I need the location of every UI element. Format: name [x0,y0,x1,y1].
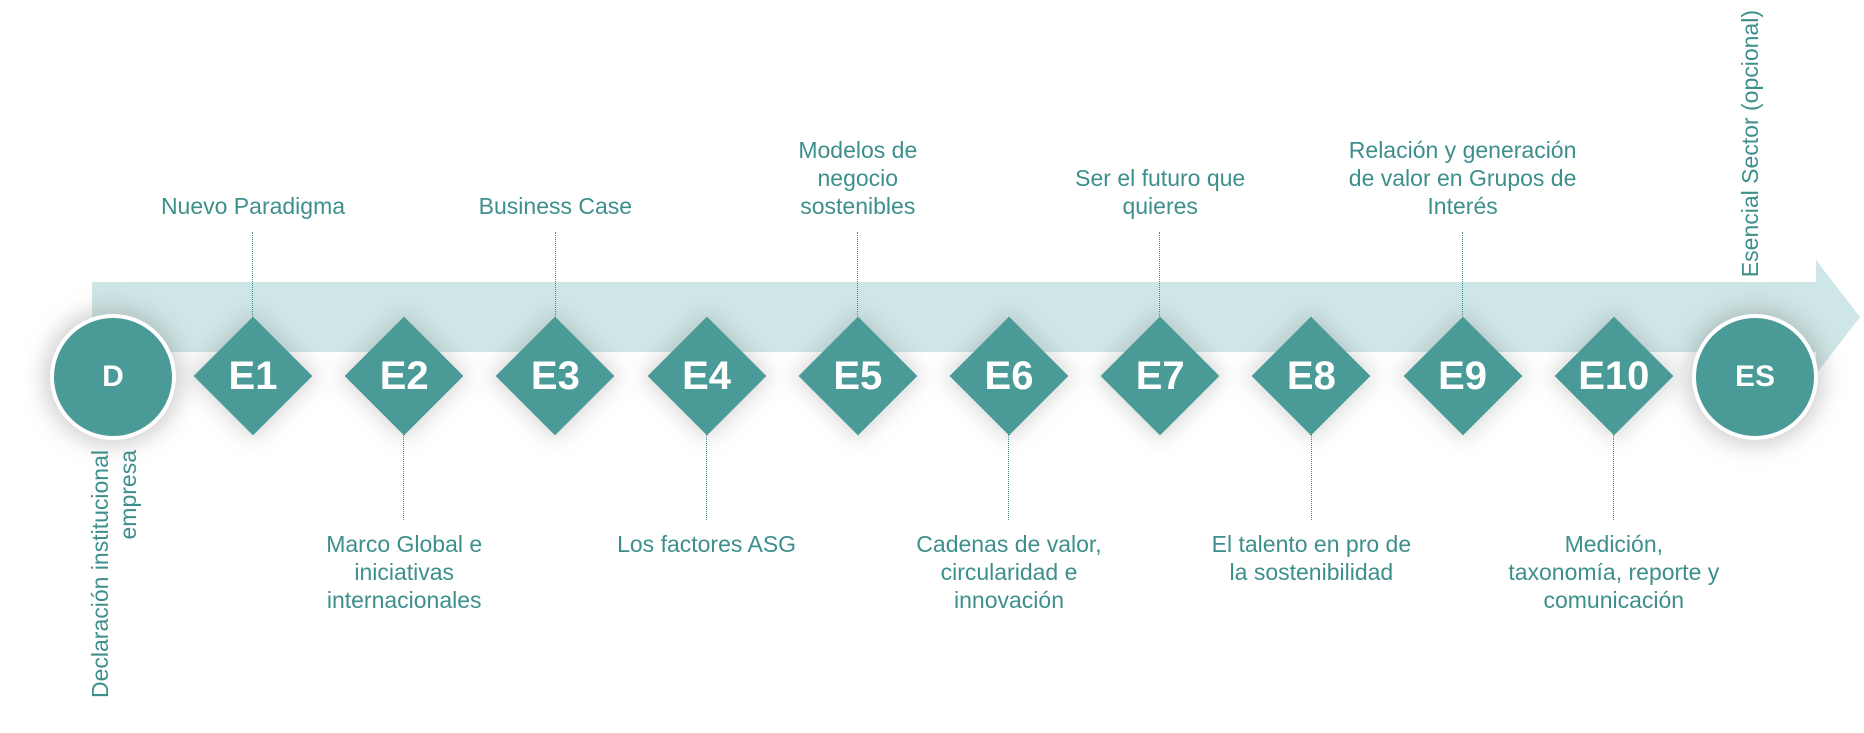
end-node-code: ES [1734,360,1776,393]
step-topic-label: Cadenas de valor, circularidad e innovac… [916,531,1102,613]
step-code: E3 [530,354,580,398]
step-code: E5 [833,354,883,398]
step-connector [1461,232,1463,318]
end-caption: Esencial Sector (opcional) [1737,10,1763,278]
timeline-arrow-band [92,282,1818,352]
step-topic-label: Los factores ASG [617,531,797,557]
step-topic-label: Marco Global e iniciativas internacional… [326,531,483,613]
step-connector [554,232,556,318]
step-code: E1 [228,354,278,398]
start-node-code: D [102,360,124,393]
step-topic-label: Modelos de negocio sostenibles [798,137,918,219]
step-topic-label: Business Case [478,193,633,219]
step-connector [1310,434,1312,520]
end-node: ES [1692,314,1818,440]
step-code: E6 [984,354,1034,398]
timeline-arrow-head [1816,260,1860,374]
step-connector [252,232,254,318]
start-node: D [50,314,176,440]
step-code: E2 [379,354,429,398]
step-topic-label: Medición, taxonomía, reporte y comunicac… [1508,531,1720,613]
step-code: E4 [682,354,732,398]
step-connector [705,434,707,520]
step-connector [1159,232,1161,318]
step-topic-label: El talento en pro de la sostenibilidad [1211,531,1412,585]
step-code: E9 [1438,354,1488,398]
step-connector [1008,434,1010,520]
start-caption: Declaración institucional empresa [87,450,141,699]
step-topic-label: Ser el futuro que quieres [1075,165,1246,219]
step-connector [403,434,405,520]
step-connector [857,232,859,318]
step-code: E8 [1286,354,1336,398]
step-code: E10 [1578,354,1650,398]
step-code: E7 [1135,354,1185,398]
step-topic-label: Relación y generación de valor en Grupos… [1348,137,1577,219]
step-topic-label: Nuevo Paradigma [160,193,346,219]
step-connector [1613,434,1615,520]
